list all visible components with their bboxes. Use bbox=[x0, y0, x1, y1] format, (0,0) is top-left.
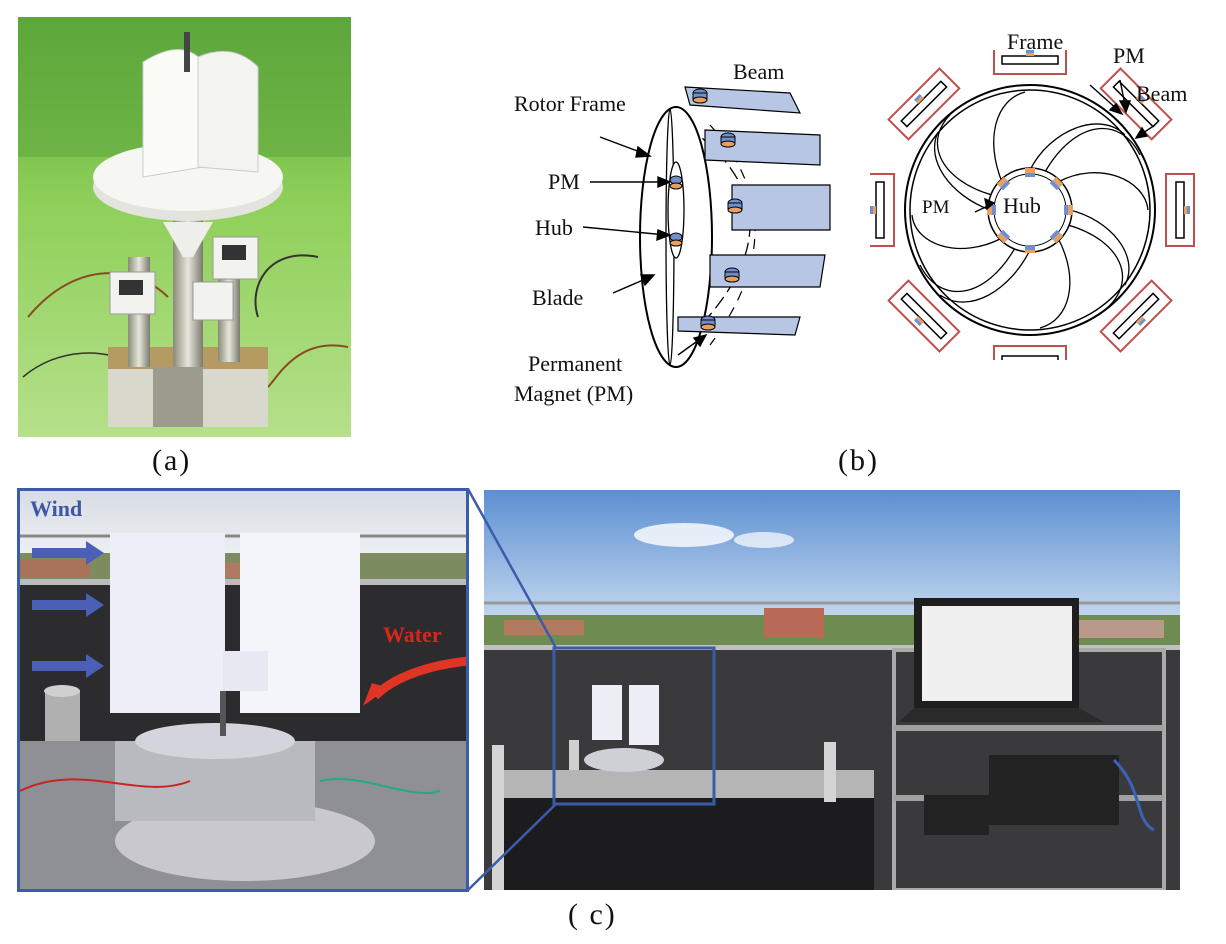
hub-magnets bbox=[987, 168, 1073, 253]
caption-b: (b) bbox=[838, 444, 879, 477]
panel-c-field-photo bbox=[484, 490, 1180, 890]
label-rotor-frame: Rotor Frame bbox=[514, 91, 626, 116]
panel-c-inset-photo: Wind Water bbox=[17, 488, 469, 892]
label-pm: PM bbox=[548, 169, 580, 194]
label-beam-section: Beam bbox=[1136, 81, 1188, 106]
beam-boxes bbox=[870, 50, 1195, 360]
cross-section-schematic bbox=[870, 50, 1195, 360]
field-test-photo-illustration bbox=[484, 490, 1180, 890]
label-frame: Frame bbox=[1007, 29, 1064, 54]
label-blade: Blade bbox=[532, 285, 584, 310]
magnet-icons bbox=[669, 88, 743, 331]
inset-photo-illustration bbox=[20, 491, 466, 889]
label-hub-section: Hub bbox=[1003, 193, 1041, 218]
prototype-photo-illustration bbox=[18, 17, 351, 437]
rotor-schematic bbox=[582, 86, 831, 368]
caption-c: ( c) bbox=[568, 898, 617, 931]
caption-a: (a) bbox=[152, 444, 192, 477]
label-permanent: Permanent bbox=[528, 351, 623, 376]
inset-region-box bbox=[552, 646, 716, 806]
label-magnet-pm: Magnet (PM) bbox=[514, 381, 634, 406]
water-label: Water bbox=[383, 622, 442, 647]
panel-a-photo bbox=[18, 17, 351, 437]
label-hub: Hub bbox=[535, 215, 573, 240]
label-beam: Beam bbox=[733, 59, 785, 84]
label-pm-section: PM bbox=[1113, 43, 1145, 68]
wind-arrows bbox=[32, 541, 104, 678]
leader-arrows bbox=[582, 136, 708, 356]
wind-label: Wind bbox=[30, 496, 83, 521]
blade-curves bbox=[911, 91, 1149, 329]
label-pm-inner: PM bbox=[922, 197, 950, 218]
